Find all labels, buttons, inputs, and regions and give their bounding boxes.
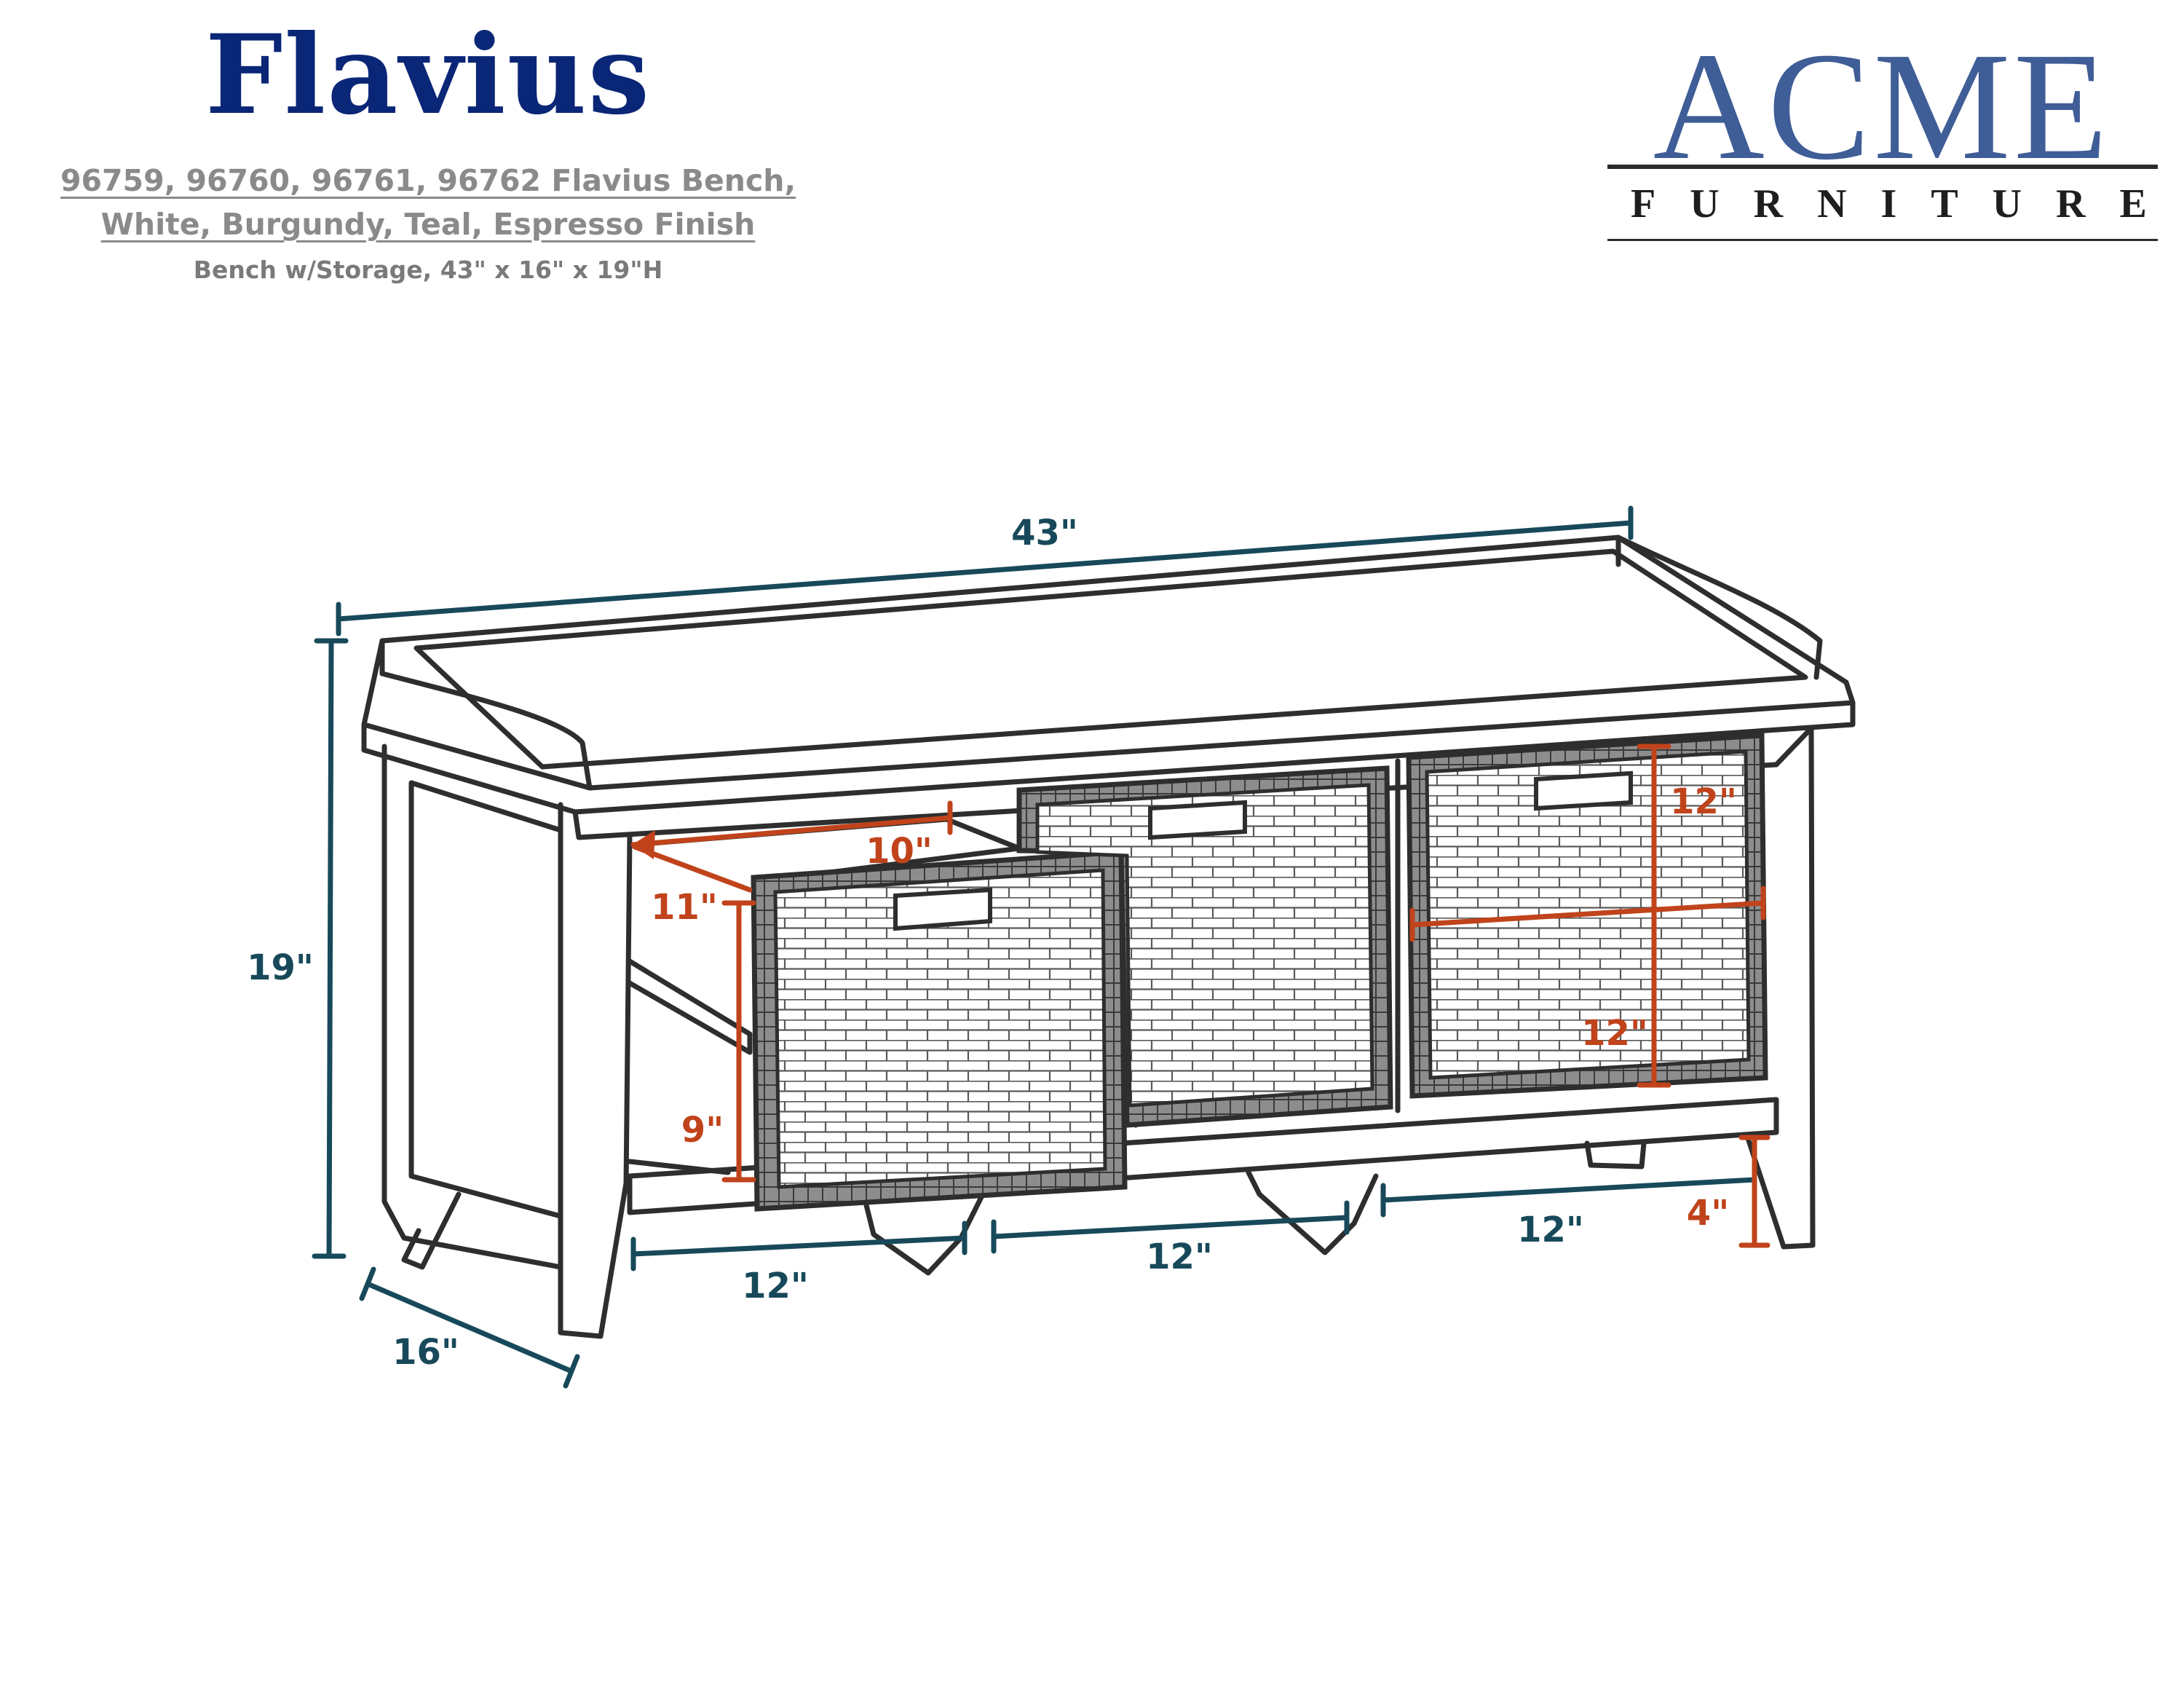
logo-rule-top [1607, 165, 2158, 169]
acme-logo: ACME FURNITURE [1602, 20, 2162, 241]
bottom-shelf [627, 1097, 1779, 1215]
back-rail [379, 535, 1823, 680]
dim-line-leg-clearance [1738, 1135, 1770, 1248]
drawer-middle-handle [1148, 800, 1247, 840]
dim-line-cube-middle [991, 1200, 1350, 1254]
product-title: Flavius [205, 11, 652, 139]
left-back-leg [401, 1191, 462, 1270]
left-arm [379, 671, 593, 791]
dim-label-depth: 16" [392, 1332, 459, 1373]
dim-line-height [312, 638, 349, 1259]
product-description: Bench w/Storage, 43" x 16" x 19"H [193, 256, 663, 284]
dim-label-opening-height: 12" [1670, 781, 1737, 822]
dim-line-opening-width [1409, 886, 1766, 942]
dim-line-drawer-width [630, 800, 953, 848]
dim-label-leg-clearance: 4" [1687, 1193, 1729, 1234]
product-finish-link[interactable]: White, Burgundy, Teal, Espresso Finish [100, 207, 756, 242]
drawer-left-front[interactable] [751, 849, 1128, 1212]
drawer-width-arrowhead [632, 830, 655, 859]
dim-label-cube-middle: 12" [1146, 1237, 1213, 1277]
middle-leg-2 [1246, 1170, 1379, 1255]
logo-subtitle: FURNITURE [1631, 181, 2181, 226]
drawer-box-bottom [627, 1159, 731, 1175]
left-side-inset [408, 780, 563, 1219]
drawer-slide [627, 958, 753, 1055]
drawer-middle-front[interactable] [1016, 765, 1393, 1128]
dim-label-drawer-height: 9" [681, 1110, 724, 1151]
right-front-leg [1744, 725, 1816, 1250]
dim-label-drawer-width: 10" [866, 831, 933, 872]
dim-label-cube-right: 12" [1517, 1210, 1584, 1250]
logo-rule-bottom [1607, 239, 2158, 241]
dim-line-depth [359, 1266, 580, 1389]
left-side-panel [381, 744, 563, 1270]
drawer-dimension-lines [630, 744, 1770, 1248]
dim-line-opening-height [1637, 744, 1671, 1088]
dim-label-cube-left: 12" [742, 1266, 809, 1306]
product-models-link[interactable]: 96759, 96760, 96761, 96762 Flavius Bench… [60, 163, 796, 198]
dim-label-opening-width: 12" [1581, 1013, 1648, 1054]
rear-foot [1584, 1140, 1647, 1170]
dim-line-cube-left [630, 1220, 968, 1271]
dim-label-width: 43" [1011, 513, 1078, 553]
dim-line-width [336, 505, 1634, 636]
dim-label-height: 19" [247, 947, 314, 988]
dim-line-drawer-height [721, 900, 756, 1183]
drawer-left-handle [893, 887, 992, 931]
drawer-right-handle [1534, 770, 1633, 811]
left-front-leg [558, 802, 633, 1339]
seat-panel [414, 548, 1808, 770]
dim-label-drawer-depth: 11" [651, 887, 718, 928]
overall-dimension-lines [312, 505, 1757, 1389]
logo-wordmark: ACME [1653, 20, 2111, 192]
middle-leg-1 [863, 1191, 986, 1276]
